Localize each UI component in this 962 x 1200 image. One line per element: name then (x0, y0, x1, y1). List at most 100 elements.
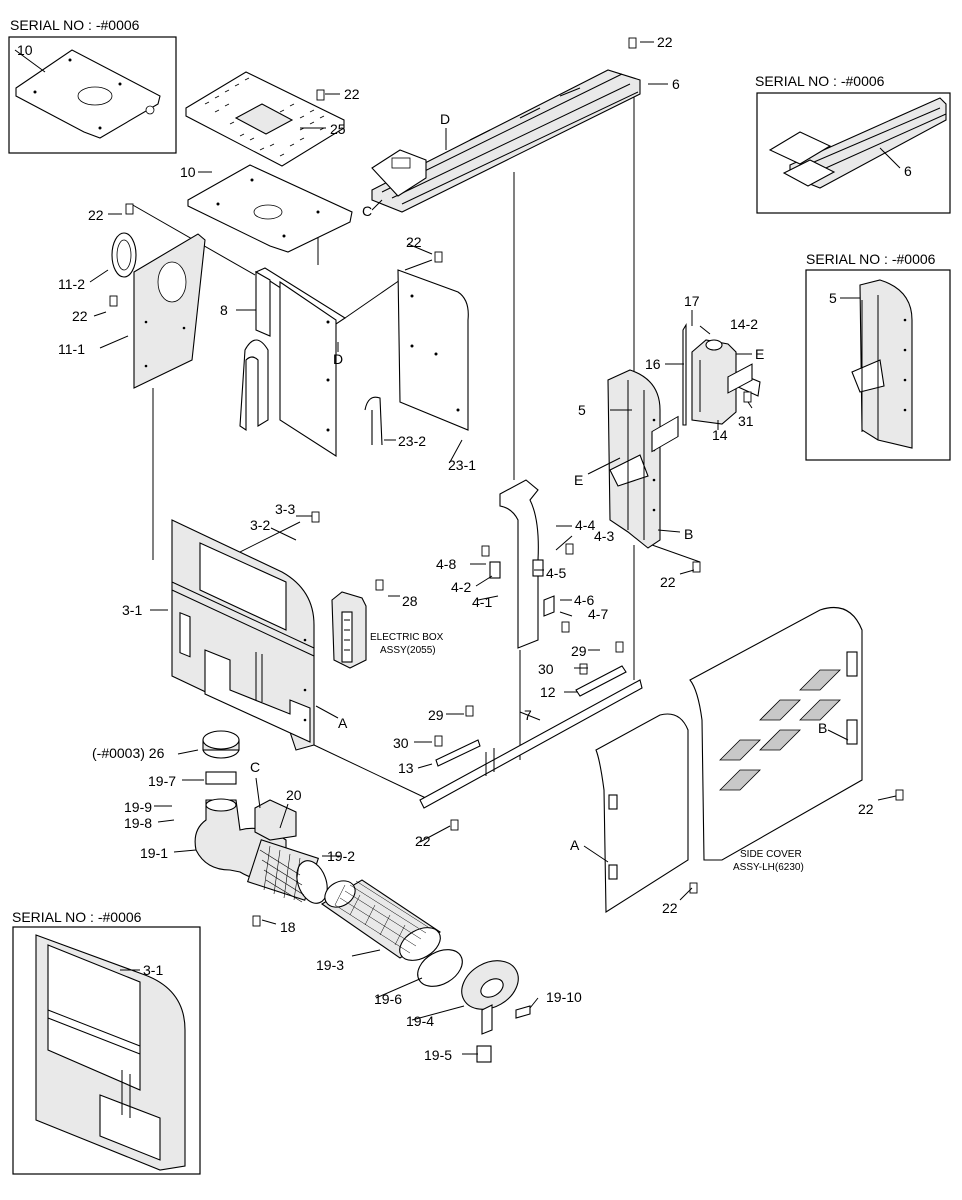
part-label: 19-5 (424, 1047, 452, 1063)
top-beam-6 (371, 69, 641, 213)
electric-box (331, 591, 367, 669)
part-label: 19-1 (140, 845, 168, 861)
part-label: 31 (738, 413, 754, 429)
part-label: 4-4 (575, 517, 595, 533)
part-label: 22 (72, 308, 88, 324)
inset-bottom-left: SERIAL NO : -#0006 3-1 (12, 909, 201, 1175)
part-label: 3-1 (122, 602, 142, 618)
part-label: 12 (540, 684, 556, 700)
reservoir-tank-14 (682, 323, 761, 426)
side-cover-label-line2: ASSY-LH(6230) (733, 862, 804, 873)
inset-top-left: SERIAL NO : -#0006 10 (8, 17, 177, 154)
frame-4 (489, 479, 555, 649)
inset-top-right: SERIAL NO : -#0006 6 (755, 73, 951, 214)
base-plate-10 (187, 164, 353, 253)
part-label: 8 (220, 302, 228, 318)
part-label: 25 (330, 121, 346, 137)
part-label: 19-10 (546, 989, 582, 1005)
side-cover-label-line1: SIDE COVER (740, 849, 802, 860)
cap-19-4 (461, 960, 531, 1063)
part-label: 4-7 (588, 606, 608, 622)
part-label: C (250, 759, 260, 775)
part-label: 30 (393, 735, 409, 751)
part-label: 22 (660, 574, 676, 590)
part-label: D (333, 351, 343, 367)
part-label: 11-2 (58, 276, 85, 292)
part-label: E (755, 346, 764, 362)
main-frame-3-1 (171, 519, 315, 751)
part-label: A (338, 715, 348, 731)
electric-box-label-line1: ELECTRIC BOX (370, 632, 444, 643)
part-label: D (440, 111, 450, 127)
part-label: 30 (538, 661, 554, 677)
electric-box-label-line2: ASSY(2055) (380, 645, 436, 656)
part-label: 5 (829, 290, 837, 306)
part-label: 18 (280, 919, 296, 935)
part-label: B (684, 526, 693, 542)
part-label: E (574, 472, 583, 488)
part-label: 19-8 (124, 815, 152, 831)
inset-serial-label: SERIAL NO : -#0006 (806, 251, 936, 267)
inset-serial-label: SERIAL NO : -#0006 (12, 909, 142, 925)
part-label: 22 (657, 34, 673, 50)
part-label: 20 (286, 787, 302, 803)
part-label: 28 (402, 593, 418, 609)
part-label: 14 (712, 427, 728, 443)
part-label: 4-5 (546, 565, 566, 581)
part-label: 22 (406, 234, 422, 250)
part-label: 4-1 (472, 594, 492, 610)
part-label: C (362, 203, 372, 219)
part-label: 11-1 (58, 341, 85, 357)
part-labels: 22 6 22 25 10 D C 22 11-2 22 11-1 8 D 22… (58, 34, 874, 1063)
inset-mid-right: SERIAL NO : -#0006 5 (805, 251, 951, 461)
cover-11 (111, 232, 206, 389)
part-label: 10 (180, 164, 196, 180)
panel-23 (364, 269, 469, 446)
part-label: 3-3 (275, 501, 295, 517)
part-label: 7 (524, 707, 532, 723)
side-cover-lh (595, 363, 863, 913)
part-label: 19-3 (316, 957, 344, 973)
part-label: 22 (858, 801, 874, 817)
frame-5 (607, 369, 661, 549)
part-label: 22 (415, 833, 431, 849)
part-label: 4-3 (594, 528, 614, 544)
filter-element-19-3 (320, 879, 442, 961)
part-label: 19-7 (148, 773, 176, 789)
perforated-plate-25 (185, 71, 345, 167)
leader-lines (89, 41, 897, 1055)
part-label: 23-2 (398, 433, 426, 449)
part-label: 4-2 (451, 579, 471, 595)
part-label: 23-1 (448, 457, 476, 473)
part-label: 4-8 (436, 556, 456, 572)
part-label: 22 (88, 207, 104, 223)
part-label: (-#0003) 26 (92, 745, 165, 761)
part-label: 22 (344, 86, 360, 102)
part-label: A (570, 837, 580, 853)
rail-7 (419, 665, 643, 809)
part-label: 13 (398, 760, 414, 776)
part-label: 22 (662, 900, 678, 916)
part-label: 19-2 (327, 848, 355, 864)
part-label: 19-4 (406, 1013, 434, 1029)
part-label: 3-1 (143, 962, 163, 978)
part-label: 5 (578, 402, 586, 418)
bracket-8 (239, 267, 347, 458)
part-label: 16 (645, 356, 661, 372)
inset-serial-label: SERIAL NO : -#0006 (755, 73, 885, 89)
part-label: 29 (428, 707, 444, 723)
part-label: 14-2 (730, 316, 758, 332)
part-label: 19-6 (374, 991, 402, 1007)
part-label: B (818, 720, 827, 736)
part-label: 3-2 (250, 517, 270, 533)
inset-serial-label: SERIAL NO : -#0006 (10, 17, 140, 33)
bolts (109, 37, 904, 927)
part-label: 6 (672, 76, 680, 92)
part-label: 4-6 (574, 592, 594, 608)
part-label: 6 (904, 163, 912, 179)
part-label: 10 (17, 42, 33, 58)
part-label: 17 (684, 293, 700, 309)
gasket-19-6 (417, 949, 463, 987)
part-label: 19-9 (124, 799, 152, 815)
